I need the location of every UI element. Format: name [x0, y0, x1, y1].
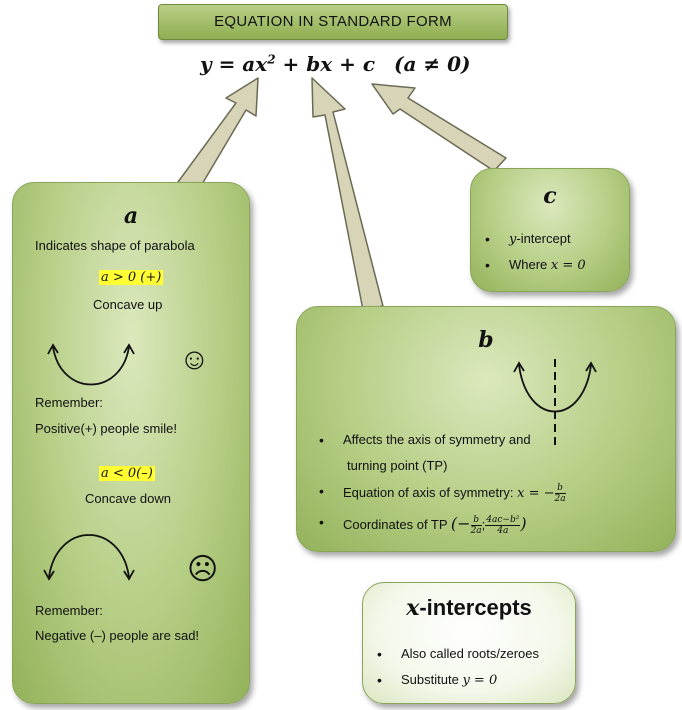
smiley-face-icon: ☺ — [179, 343, 210, 376]
title-bar: EQUATION IN STANDARD FORM — [158, 4, 508, 40]
b-tp-prefix: Coordinates of TP — [343, 517, 451, 532]
standard-form-equation: y = ax2 + bx + c — [200, 52, 480, 82]
b-tp-close: ) — [520, 514, 527, 533]
box-c-heading: c — [543, 183, 557, 209]
x-intercepts-heading: x-intercepts — [363, 595, 575, 621]
x-bullet-roots: Also called roots/zeroes — [377, 646, 539, 662]
negative-condition-row: a < 0(–) — [99, 465, 155, 481]
concave-up-parabola — [47, 343, 135, 386]
x-bullet-substitute: Substitute y = 0 — [377, 672, 498, 688]
negative-condition: a < 0(–) — [99, 466, 155, 481]
remember-text-2: Negative (–) people are sad! — [35, 628, 200, 643]
b-bullet-affects: Affects the axis of symmetry and — [319, 432, 531, 448]
box-c: c y-intercept Where x = 0 — [470, 168, 630, 292]
remember-text-1: Positive(+) people smile! — [35, 421, 177, 436]
b-tp-sep: ; — [481, 517, 486, 532]
c-where-text: Where — [509, 257, 551, 272]
box-b-heading: b — [478, 327, 494, 353]
c-where-eq: x = 0 — [550, 258, 586, 273]
remember-label-1: Remember: — [35, 395, 103, 410]
box-a-subtitle: Indicates shape of parabola — [35, 238, 195, 253]
title-text: EQUATION IN STANDARD FORM — [214, 13, 452, 30]
box-x-intercepts: x-intercepts Also called roots/zeroes Su… — [362, 582, 576, 704]
concave-down-parabola — [43, 534, 135, 581]
concave-down-label: Concave down — [85, 491, 171, 506]
b-tp-open: (− — [450, 514, 471, 533]
b-frac-den: 2a — [554, 494, 566, 504]
x-heading-var: x — [406, 595, 420, 621]
remember-label-2: Remember: — [35, 603, 103, 618]
arrow-to-b — [311, 77, 384, 311]
b-tp-frac1-num: b — [470, 515, 482, 527]
b-tp-frac2-num: 4ac−b² — [485, 515, 521, 527]
axis-of-symmetry-parabola — [513, 359, 597, 445]
box-a: a Indicates shape of parabola a > 0 (+) … — [12, 182, 250, 704]
arrow-to-a — [177, 77, 259, 192]
sad-face-icon: ☹ — [187, 553, 219, 586]
b-bullet-axis-equation: Equation of axis of symmetry: x = −b2a — [319, 483, 566, 504]
positive-condition: a > 0 (+) — [99, 270, 164, 285]
positive-condition-row: a > 0 (+) — [99, 269, 164, 285]
x-sub-text: Substitute — [401, 672, 463, 687]
equation-exponent: 2 — [267, 52, 276, 67]
x-heading-text: -intercepts — [419, 595, 532, 620]
box-b: b Affects the axis of symmetry and turni… — [296, 306, 676, 552]
c-bullet-where: Where x = 0 — [485, 257, 586, 273]
b-tp-frac2-den: 4a — [497, 526, 509, 537]
x-sub-eq: y = 0 — [462, 673, 498, 688]
equation-condition: (a ≠ 0) — [394, 52, 471, 76]
b-axis-prefix: Equation of axis of symmetry: — [343, 484, 518, 500]
equation-main: y = ax — [200, 52, 268, 76]
b-axis-eq: x = − — [517, 485, 555, 501]
c-bullet-y-intercept: y-intercept — [485, 231, 571, 247]
box-a-heading: a — [123, 203, 139, 229]
arrow-to-c — [371, 83, 507, 172]
b-bullet-1-line2: turning point (TP) — [347, 458, 448, 473]
b-frac-num: b — [554, 483, 566, 494]
c-bullet-text: -intercept — [516, 231, 571, 246]
concave-up-label: Concave up — [93, 297, 163, 312]
b-tp-frac1-den: 2a — [470, 526, 482, 537]
b-bullet-1-line1: Affects the axis of symmetry and — [343, 432, 531, 447]
c-bullet-var: y — [509, 232, 517, 247]
equation-rest: + bx + c — [275, 52, 376, 76]
